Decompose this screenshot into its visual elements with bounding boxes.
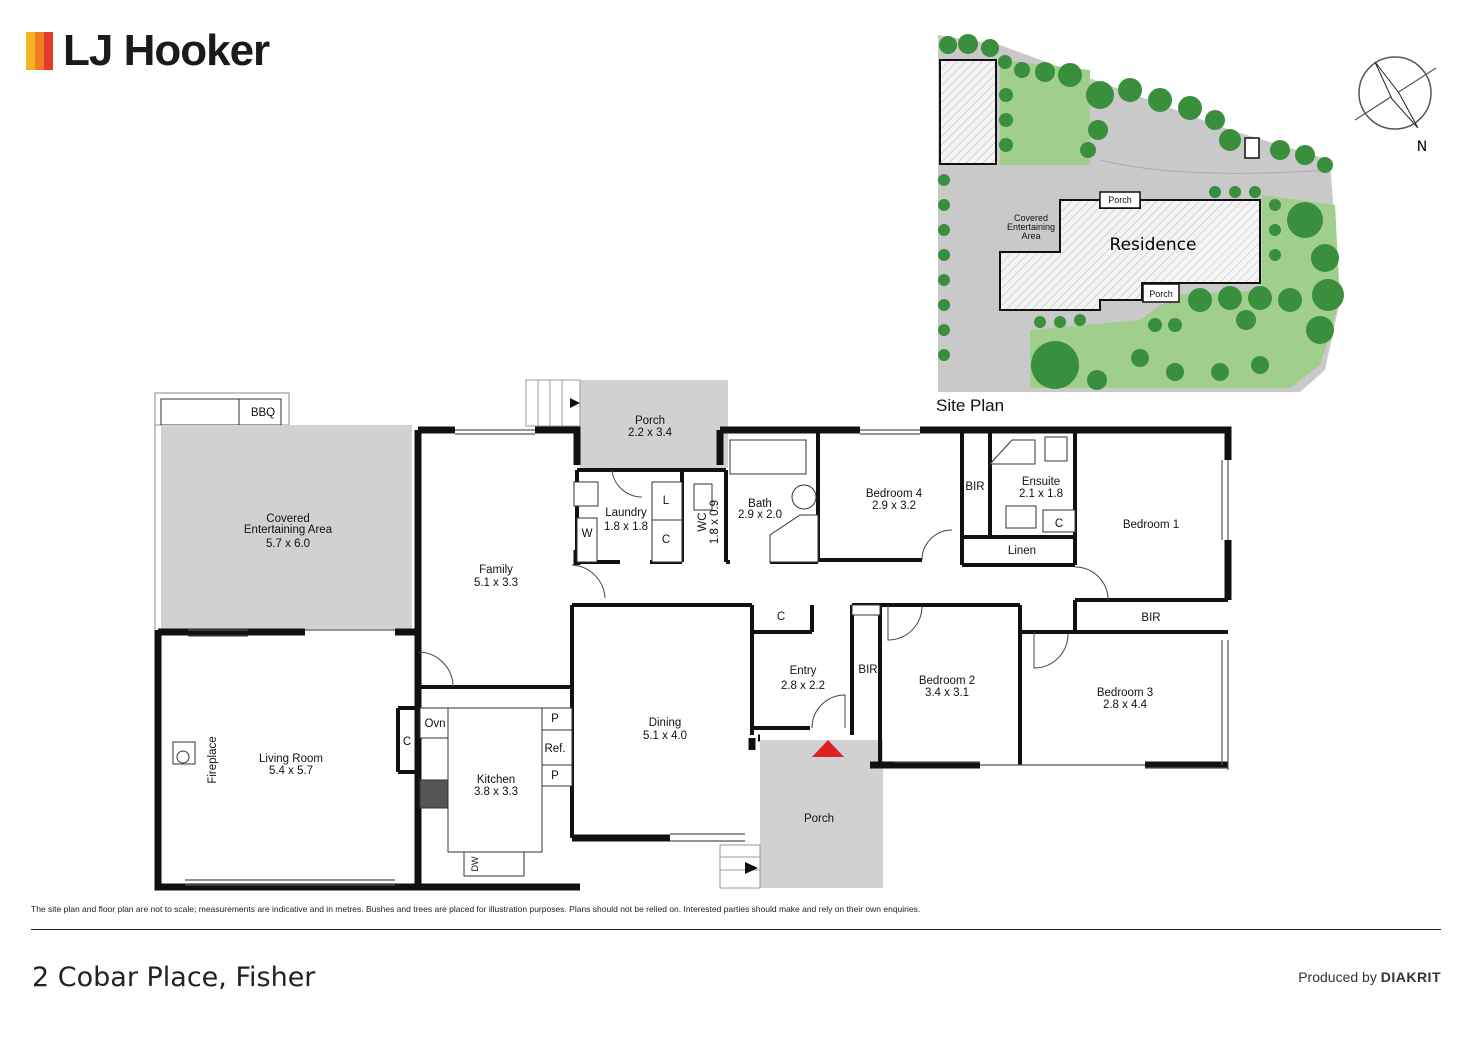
porch-top-area [580,380,728,468]
bedroom2-label: Bedroom 2 [919,675,975,687]
covered-area-label-2: Entertaining Area [244,524,333,536]
kitchen-label: Kitchen [477,774,515,786]
wc-label: WC [697,512,709,531]
north-label: N [1417,139,1427,155]
porch-front-area [760,740,883,888]
ensuite-c-label: C [1055,518,1063,530]
compass-icon: N [1354,56,1437,155]
bedroom4-size: 2.9 x 3.2 [872,500,916,512]
dining-size: 5.1 x 4.0 [643,730,687,742]
covered-area-size: 5.7 x 6.0 [266,538,310,550]
disclaimer-text: The site plan and floor plan are not to … [31,904,921,914]
laundry-w-label: W [582,528,593,540]
logo-text: LJ Hooker [63,26,270,75]
living-room-label: Living Room [259,753,323,765]
living-c-label: C [403,736,411,748]
producer-credit: Produced by DIAKRIT [1298,969,1441,985]
site-covered-label-1: Covered [1014,213,1048,223]
bedroom3-label: Bedroom 3 [1097,687,1153,699]
laundry-label: Laundry [605,507,647,519]
oven-label: Ovn [424,718,445,730]
bir-a-label: BIR [965,481,984,493]
residence-footprint [999,199,1261,311]
producer-brand: DIAKRIT [1380,969,1441,985]
entry-c-label: C [777,611,785,623]
kitchen-size: 3.8 x 3.3 [474,786,518,798]
bir-c-label: BIR [858,664,877,676]
bedroom1-label: Bedroom 1 [1123,519,1179,531]
residence-label: Residence [1110,235,1197,255]
linen-label: Linen [1008,545,1036,557]
entry-label: Entry [790,665,817,677]
site-plan: Residence Porch Porch Covered Entertaini… [938,34,1344,392]
trees [938,34,1344,390]
site-plan-title: Site Plan [936,396,1005,415]
fireplace-label: Fireplace [207,736,219,783]
walls [154,426,1232,891]
bir-b-label: BIR [1141,612,1160,624]
ensuite-label: Ensuite [1022,476,1060,488]
pantry-p1-label: P [551,713,559,725]
porch-top-label: Porch [635,415,665,427]
porch-top-size: 2.2 x 3.4 [628,427,673,439]
pantry-p2-label: P [551,770,559,782]
porch-top-footprint [1099,191,1141,209]
site-porch-bottom-label: Porch [1149,289,1173,299]
bbq-label: BBQ [251,407,275,419]
floor-plan-areas [154,379,883,889]
porch-bottom-footprint [1142,283,1180,303]
covered-entertaining-area [161,425,412,629]
site-covered-label-3: Area [1021,231,1040,241]
footer-divider [31,929,1441,930]
entry-marker-icon [812,740,844,757]
ensuite-size: 2.1 x 1.8 [1019,488,1063,500]
site-covered-label-2: Entertaining [1007,222,1055,232]
laundry-c-label: C [662,534,670,546]
logo-bars-icon [26,32,53,70]
shed-structure [939,59,997,165]
porch-front-label: Porch [804,813,834,825]
bedroom3-size: 2.8 x 4.4 [1103,699,1148,711]
fridge-label: Ref. [544,743,565,755]
dishwasher-label: DW [470,856,480,871]
lj-hooker-logo: LJ Hooker [26,26,270,76]
laundry-l-label: L [663,495,670,507]
lawn-area [1030,195,1340,388]
producer-prefix: Produced by [1298,969,1377,985]
property-address: 2 Cobar Place, Fisher [32,962,316,993]
bedroom2-size: 3.4 x 3.1 [925,687,969,699]
laundry-size: 1.8 x 1.8 [604,521,648,533]
bedroom4-label: Bedroom 4 [866,488,923,500]
living-room-size: 5.4 x 5.7 [269,765,313,777]
entry-size: 2.8 x 2.2 [781,680,825,692]
site-porch-top-label: Porch [1108,195,1132,205]
bath-label: Bath [748,498,772,510]
room-labels: BBQ Covered Entertaining Area 5.7 x 6.0 … [207,407,1179,872]
wc-size: 1.8 x 0.9 [709,500,721,544]
covered-area-label-1: Covered [266,513,309,525]
site-small-structure [1244,137,1260,159]
bath-size: 2.9 x 2.0 [738,509,782,521]
family-size: 5.1 x 3.3 [474,577,518,589]
dining-label: Dining [649,717,682,729]
family-label: Family [479,564,513,576]
